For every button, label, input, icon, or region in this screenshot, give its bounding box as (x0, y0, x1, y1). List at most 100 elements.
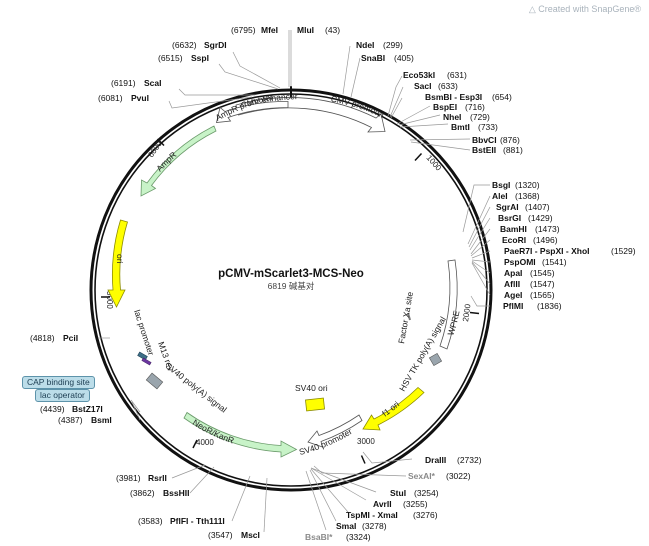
tick-4000: 4000 (196, 438, 214, 447)
lac-operator-tag: lac operator (35, 389, 90, 402)
site-eco53ki: Eco53kI (403, 70, 435, 80)
site-pspomi: PspOMI (504, 257, 536, 267)
site-pflfi-tth111i: PflFI - Tth111I (170, 516, 225, 526)
site-nhei: NheI (443, 112, 461, 122)
site-pos-msci: (3547) (208, 530, 233, 540)
ampr-promoter-arrow (215, 101, 289, 123)
site-pos-bbvci: (876) (500, 135, 520, 145)
watermark-text: Created with SnapGene® (538, 4, 641, 14)
sv40-ori-label: SV40 ori (295, 383, 328, 393)
plasmid-length: 6819 碱基对 (268, 281, 315, 291)
site-draiii: DraIII (425, 455, 446, 465)
plasmid-name: pCMV-mScarlet3-MCS-Neo (218, 268, 364, 280)
wpre-feature (439, 259, 458, 350)
site-pos-nhei: (729) (470, 112, 490, 122)
site-bsabi: BsaBI* (305, 532, 333, 542)
cap-binding-site-tag: CAP binding site (22, 376, 95, 389)
site-sspi: SspI (191, 53, 209, 63)
site-apai: ApaI (504, 268, 522, 278)
site-alei: AleI (492, 191, 508, 201)
ori-arrow (107, 219, 128, 308)
site-agei: AgeI (504, 290, 522, 300)
snapgene-logo-icon: △ (528, 4, 536, 14)
site-pos-mfei: (6795) (231, 25, 256, 35)
site-pos-stui: (3254) (414, 488, 439, 498)
site-pos-bspei: (716) (465, 102, 485, 112)
site-bspei: BspEI (433, 102, 457, 112)
site-pvui: PvuI (131, 93, 149, 103)
site-bstz17i: BstZ17I (72, 404, 103, 414)
site-pos-eco53ki: (631) (447, 70, 467, 80)
site-bamhi: BamHI (500, 224, 527, 234)
factor-xa-mark (407, 312, 411, 321)
site-saci: SacI (414, 81, 432, 91)
f1-ori-arrow (362, 386, 425, 431)
site-paer7i-pspxi-xhoi: PaeR7I - PspXI - XhoI (504, 246, 590, 256)
watermark: △ Created with SnapGene® (529, 4, 641, 15)
site-pos-rsrii: (3981) (116, 473, 141, 483)
site-leaders (98, 30, 491, 533)
site-snabi: SnaBI (361, 53, 385, 63)
site-pos-bsgi: (1320) (515, 180, 540, 190)
factor-xa-label: Factor Xa site (396, 291, 415, 345)
site-pos-bsmi: (4387) (58, 415, 83, 425)
site-pos-alei: (1368) (515, 191, 540, 201)
site-rsrii: RsrII (148, 473, 167, 483)
hsv-tk-polya-feature (428, 352, 443, 367)
site-pcii: PciI (63, 333, 78, 343)
site-pos-pflmi: (1836) (537, 301, 562, 311)
site-pos-bsabi: (3324) (346, 532, 371, 542)
site-pos-smai: (3278) (362, 521, 387, 531)
site-pflmi: PflMI (503, 301, 523, 311)
site-bbvci: BbvCI (472, 135, 497, 145)
site-pos-bsrgi: (1429) (528, 213, 553, 223)
site-pos-bamhi: (1473) (535, 224, 560, 234)
site-pos-apai: (1545) (530, 268, 555, 278)
site-scai: ScaI (144, 78, 162, 88)
site-pos-snabi: (405) (394, 53, 414, 63)
site-mlui: MluI (297, 25, 314, 35)
site-bsmi: BsmI (91, 415, 112, 425)
site-pos-tspmi-xmai: (3276) (413, 510, 438, 520)
site-aflii: AflII (504, 279, 520, 289)
site-msci: MscI (241, 530, 260, 540)
sv40-promoter-label: SV40 promoter (298, 426, 354, 457)
site-pos-mlui: (43) (325, 25, 340, 35)
site-pos-bstz17i: (4439) (40, 404, 65, 414)
tick-5000: 5000 (105, 291, 114, 309)
sv40-ori-feature (305, 397, 325, 412)
site-pos-pspomi: (1541) (542, 257, 567, 267)
site-bsmbi-esp3i: BsmBI - Esp3I (425, 92, 482, 102)
site-pos-sgrdi: (6632) (172, 40, 197, 50)
site-pos-sgrai: (1407) (525, 202, 550, 212)
site-pos-bsteii: (881) (503, 145, 523, 155)
site-pos-bsshii: (3862) (130, 488, 155, 498)
m13-rev-label: M13 rev (156, 340, 176, 373)
site-sgrai: SgrAI (496, 202, 519, 212)
site-pos-bsmbi-esp3i: (654) (492, 92, 512, 102)
site-ndei: NdeI (356, 40, 374, 50)
sv40-polya-feature (145, 372, 164, 390)
sv40-promoter-arrow (307, 414, 363, 448)
site-pos-saci: (633) (438, 81, 458, 91)
bp-ticks: 1000 2000 3000 4000 5000 6000 (101, 138, 480, 464)
svg-text:SV40 promoter: SV40 promoter (298, 426, 354, 457)
site-pos-sspi: (6515) (158, 53, 183, 63)
site-bsshii: BssHII (163, 488, 189, 498)
site-pos-paer7i-pspxi-xhoi: (1529) (611, 246, 636, 256)
site-pos-draiii: (2732) (457, 455, 482, 465)
site-pos-sexai: (3022) (446, 471, 471, 481)
site-ecori: EcoRI (502, 235, 526, 245)
tick-2000: 2000 (461, 303, 472, 322)
site-pos-pcii: (4818) (30, 333, 55, 343)
m13-rev-feature (141, 357, 152, 366)
site-sexai: SexAI* (408, 471, 436, 481)
neor-kanr-arrow (183, 411, 298, 458)
lac-promoter-feature (137, 351, 148, 361)
site-pos-scai: (6191) (111, 78, 136, 88)
site-pos-ndei: (299) (383, 40, 403, 50)
site-pos-avrii: (3255) (403, 499, 428, 509)
site-pos-agei: (1565) (530, 290, 555, 300)
ori-label: ori (115, 254, 125, 264)
